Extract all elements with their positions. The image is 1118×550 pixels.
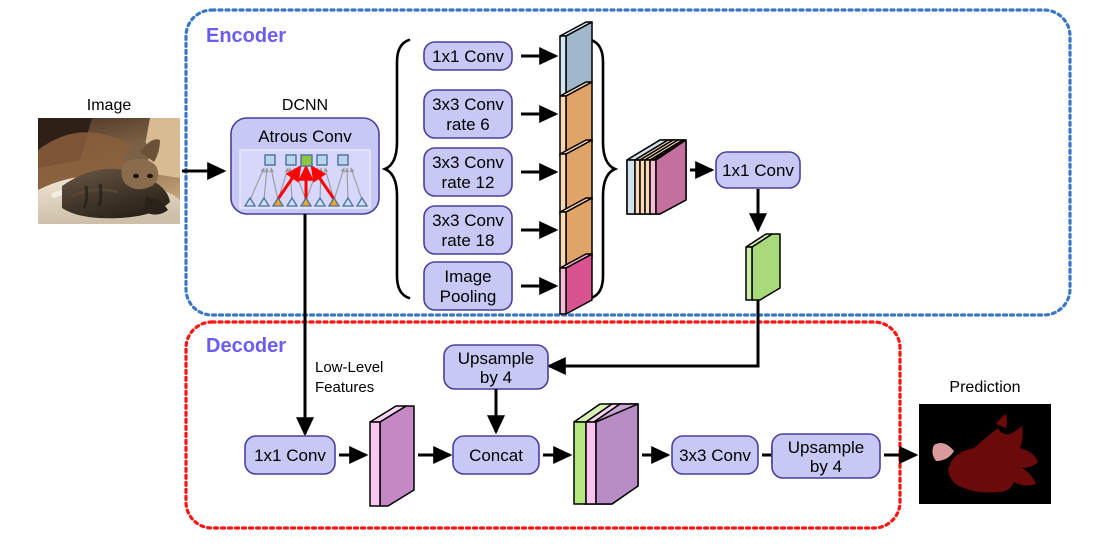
dcnn-block-label: Atrous Conv <box>258 127 352 146</box>
low-level-features-label-line2: Features <box>315 379 374 396</box>
aspp-right-brace <box>589 38 619 300</box>
aspp-branch-image-pooling-label1: Image <box>444 267 491 286</box>
encoder-title: Encoder <box>206 25 286 47</box>
decoder-upsample-top-label1: Upsample <box>458 349 535 368</box>
aspp-branch-3x3-rate18[interactable]: 3x3 Conv rate 18 <box>423 205 513 255</box>
input-image-thumbnail <box>38 118 180 224</box>
aspp-slab-5 <box>559 253 593 315</box>
dcnn-block[interactable]: Atrous Conv <box>230 117 380 215</box>
decoder-upsample-top-label2: by 4 <box>480 368 512 387</box>
decoder-title: Decoder <box>206 335 286 357</box>
decoder-upsample-output-label1: Upsample <box>788 438 865 457</box>
aspp-concat-feature-cube <box>626 139 687 215</box>
low-level-features-label-line1: Low-Level <box>315 359 383 376</box>
prediction-image-thumbnail <box>919 404 1051 504</box>
aspp-branch-1x1-conv-label: 1x1 Conv <box>432 47 504 66</box>
aspp-branch-3x3-rate18-label1: 3x3 Conv <box>432 211 504 230</box>
dcnn-caption: DCNN <box>282 97 328 114</box>
decoder-lowlevel-conv[interactable]: 1x1 Conv <box>244 435 336 475</box>
decoder-refine-conv-label: 3x3 Conv <box>679 446 751 465</box>
prediction-caption: Prediction <box>949 379 1020 396</box>
decoder-refine-conv[interactable]: 3x3 Conv <box>671 435 759 475</box>
aspp-slab-2 <box>559 81 593 157</box>
decoder-lowlevel-slab <box>369 405 415 507</box>
aspp-branch-3x3-rate18-label2: rate 18 <box>442 231 495 250</box>
decoder-concat-node[interactable]: Concat <box>452 435 540 475</box>
aspp-left-brace <box>381 38 411 300</box>
aspp-branch-3x3-rate6-label2: rate 6 <box>446 115 489 134</box>
aspp-branch-3x3-rate12[interactable]: 3x3 Conv rate 12 <box>423 147 513 197</box>
arrow-encoder-output-to-upsample <box>546 300 760 375</box>
aspp-branch-3x3-rate6[interactable]: 3x3 Conv rate 6 <box>423 89 513 139</box>
input-image-caption: Image <box>87 97 132 114</box>
aspp-branch-image-pooling-label2: Pooling <box>440 287 497 306</box>
decoder-lowlevel-conv-label: 1x1 Conv <box>254 446 326 465</box>
decoder-upsample-output[interactable]: Upsample by 4 <box>771 433 881 479</box>
atrous-conv-illustration <box>239 149 371 209</box>
aspp-branch-1x1-conv[interactable]: 1x1 Conv <box>423 41 513 71</box>
decoder-concat-cube <box>573 403 639 505</box>
decoder-upsample-output-label2: by 4 <box>810 457 842 476</box>
encoder-panel <box>184 8 1072 317</box>
encoder-output-slab <box>745 233 781 301</box>
encoder-projection-conv-label: 1x1 Conv <box>722 161 794 180</box>
decoder-upsample-top[interactable]: Upsample by 4 <box>443 344 549 390</box>
aspp-branch-3x3-rate6-label1: 3x3 Conv <box>432 95 504 114</box>
decoder-panel <box>184 320 902 530</box>
encoder-projection-conv[interactable]: 1x1 Conv <box>715 151 801 189</box>
aspp-branch-image-pooling[interactable]: Image Pooling <box>423 261 513 311</box>
aspp-branch-3x3-rate12-label1: 3x3 Conv <box>432 153 504 172</box>
decoder-concat-label: Concat <box>469 446 523 465</box>
aspp-branch-3x3-rate12-label2: rate 12 <box>442 173 495 192</box>
